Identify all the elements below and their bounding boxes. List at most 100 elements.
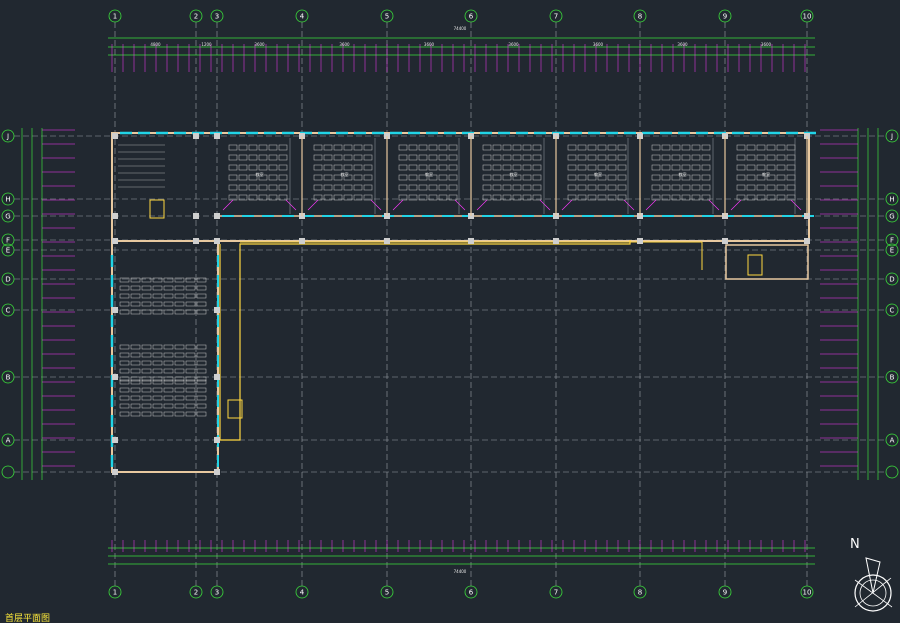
column xyxy=(112,238,118,244)
desk xyxy=(651,174,661,181)
desk xyxy=(174,360,185,366)
classroom: 教室 xyxy=(561,136,641,216)
svg-text:教室: 教室 xyxy=(425,171,433,177)
desk xyxy=(607,144,617,151)
desk xyxy=(196,309,207,315)
desk xyxy=(130,368,141,374)
axis-bubble-bottom-2 xyxy=(189,585,203,599)
desk xyxy=(141,309,152,315)
column xyxy=(214,307,220,313)
desk xyxy=(174,379,185,385)
axis-bubble-left-H xyxy=(1,192,15,206)
door-swing xyxy=(561,199,573,211)
desk xyxy=(746,164,756,171)
desk xyxy=(163,277,174,283)
desk xyxy=(756,194,766,201)
desk xyxy=(152,411,163,417)
dimension-label: 3600 xyxy=(593,42,604,47)
desk xyxy=(313,164,323,171)
desk xyxy=(597,174,607,181)
desk xyxy=(119,285,130,291)
column xyxy=(722,238,728,244)
desk xyxy=(756,154,766,161)
desk xyxy=(448,194,458,201)
desk xyxy=(141,379,152,385)
desk xyxy=(701,164,711,171)
svg-text:教室: 教室 xyxy=(762,171,770,177)
desk xyxy=(776,174,786,181)
desk xyxy=(130,387,141,393)
desk xyxy=(163,285,174,291)
desk xyxy=(691,144,701,151)
desk xyxy=(152,352,163,358)
desk xyxy=(766,194,776,201)
desk xyxy=(522,194,532,201)
corridor-hatch xyxy=(219,240,631,441)
classroom: 教室 xyxy=(645,136,726,216)
desk xyxy=(119,395,130,401)
desk xyxy=(163,360,174,366)
desk xyxy=(691,154,701,161)
desk xyxy=(428,164,438,171)
desk xyxy=(343,174,353,181)
desk xyxy=(163,387,174,393)
axis-bubble-left-F xyxy=(1,233,15,247)
desk xyxy=(313,144,323,151)
door-swing xyxy=(790,199,802,211)
desk xyxy=(185,344,196,350)
desk xyxy=(532,144,542,151)
desk xyxy=(119,387,130,393)
desk xyxy=(353,154,363,161)
desk xyxy=(492,144,502,151)
stair-icon xyxy=(149,199,165,219)
desk xyxy=(522,154,532,161)
column xyxy=(112,307,118,313)
desk xyxy=(617,154,627,161)
desk xyxy=(661,194,671,201)
axis-bubble-right-G-label: G xyxy=(889,213,894,221)
desk xyxy=(185,277,196,283)
desk xyxy=(163,309,174,315)
desk xyxy=(776,184,786,191)
desk xyxy=(152,379,163,385)
axis-bubble-left-A xyxy=(1,433,15,447)
desk xyxy=(130,379,141,385)
door-swing xyxy=(370,199,382,211)
axis-bubble-bottom-3 xyxy=(210,585,224,599)
desk xyxy=(681,164,691,171)
desk xyxy=(577,144,587,151)
desk xyxy=(258,144,268,151)
desk xyxy=(448,184,458,191)
desk xyxy=(492,184,502,191)
desk xyxy=(428,184,438,191)
svg-text:教室: 教室 xyxy=(594,171,602,177)
desk xyxy=(482,184,492,191)
desk xyxy=(428,144,438,151)
desk xyxy=(438,174,448,181)
desk xyxy=(532,184,542,191)
desk xyxy=(119,379,130,385)
column xyxy=(214,213,220,219)
axis-bubble-top-5-label: 5 xyxy=(385,13,389,21)
axis-bubble-right-B xyxy=(885,370,899,384)
desk xyxy=(152,277,163,283)
desk xyxy=(196,293,207,299)
desk xyxy=(196,368,207,374)
desk xyxy=(141,411,152,417)
desk xyxy=(248,184,258,191)
desk xyxy=(577,154,587,161)
desk xyxy=(567,184,577,191)
desk xyxy=(438,164,448,171)
desk xyxy=(502,154,512,161)
desk xyxy=(408,194,418,201)
desk xyxy=(597,194,607,201)
door-swing xyxy=(623,199,635,211)
desk xyxy=(248,154,258,161)
axis-bubble-left-A-label: A xyxy=(6,437,11,445)
desk xyxy=(701,154,711,161)
axis-bubble-top-1 xyxy=(108,9,122,23)
axis-bubble-bottom-1-label: 1 xyxy=(113,589,117,597)
desk xyxy=(258,154,268,161)
desk xyxy=(398,184,408,191)
desk xyxy=(185,368,196,374)
